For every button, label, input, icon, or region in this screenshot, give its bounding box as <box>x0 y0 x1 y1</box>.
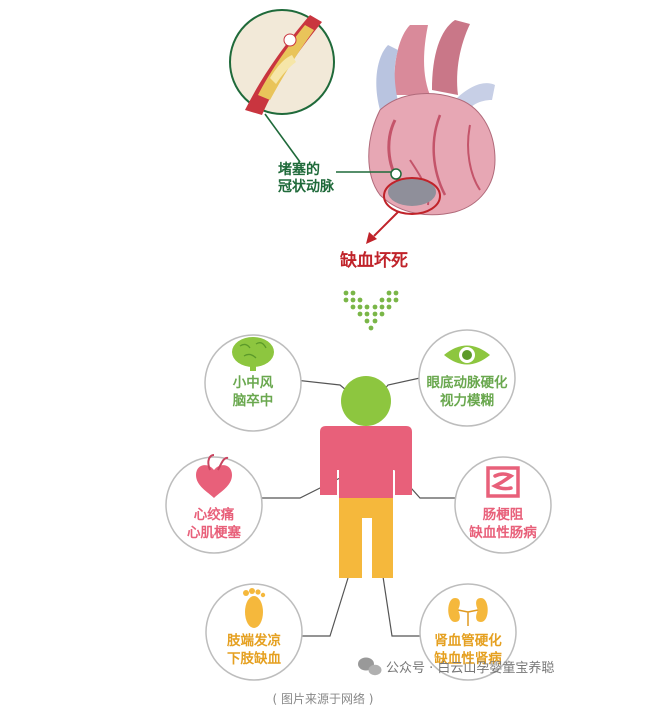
kidney-icon <box>448 598 488 626</box>
zoom-connector-line <box>264 113 301 163</box>
kidney-label: 肾血管硬化 缺血性肾病 <box>420 632 516 668</box>
kidney-label-line2: 缺血性肾病 <box>434 651 502 667</box>
circle-stroke <box>204 334 302 432</box>
circle-bowel <box>454 456 552 554</box>
circle-angina <box>165 456 263 554</box>
human-figure <box>320 376 412 578</box>
dotted-arrow-icon <box>343 290 399 331</box>
bowel-label: 肠梗阻 缺血性肠病 <box>455 506 551 542</box>
figure-torso <box>320 426 412 498</box>
stroke-label: 小中风 脑卒中 <box>205 374 301 410</box>
kidney-label-line1: 肾血管硬化 <box>434 633 502 649</box>
limbs-label-line1: 肢端发凉 <box>227 633 281 649</box>
ischemia-arrow-line <box>373 211 399 237</box>
eye-label-line1: 眼底动脉硬化 <box>426 375 508 391</box>
limbs-label-line2: 下肢缺血 <box>227 651 281 667</box>
ischemia-label: 缺血坏死 <box>340 251 408 271</box>
angina-label-line2: 心肌梗塞 <box>187 525 241 541</box>
blocked-artery-label: 堵塞的 冠状动脉 <box>278 162 334 196</box>
circle-kidney <box>419 583 517 681</box>
watermark-name: 白云山孕婴童宝养聪 <box>437 661 555 676</box>
figure-legs <box>339 498 393 578</box>
intestine-icon <box>486 466 520 498</box>
watermark-prefix: 公众号 · <box>386 661 438 676</box>
bowel-label-line2: 缺血性肠病 <box>469 525 537 541</box>
eye-icon <box>444 345 490 365</box>
wechat-icon <box>358 657 382 676</box>
image-caption: ( 图片来源于网络 ) <box>272 692 374 706</box>
circle-eye <box>418 329 516 427</box>
heart-icon <box>196 454 232 498</box>
stroke-label-line2: 脑卒中 <box>232 393 274 409</box>
eye-label: 眼底动脉硬化 视力模糊 <box>419 374 515 410</box>
blocked-artery-label-line1: 堵塞的 <box>278 162 320 178</box>
angina-label: 心绞痛 心肌梗塞 <box>166 506 262 542</box>
foot-icon <box>243 588 266 628</box>
ischemia-arrow-head <box>366 232 377 244</box>
blocked-artery-label-line2: 冠状动脉 <box>278 179 334 195</box>
watermark: 公众号 · 白云山孕婴童宝养聪 <box>386 657 554 676</box>
angina-label-line1: 心绞痛 <box>193 507 235 523</box>
brain-icon <box>232 337 274 371</box>
limbs-label: 肢端发凉 下肢缺血 <box>206 632 302 668</box>
circle-limbs <box>205 583 303 681</box>
heart-illustration <box>368 20 496 216</box>
figure-head <box>341 376 391 426</box>
artery-zoom-illustration <box>229 9 335 115</box>
stroke-label-line1: 小中风 <box>232 375 274 391</box>
bowel-label-line1: 肠梗阻 <box>482 507 524 523</box>
eye-label-line2: 视力模糊 <box>440 393 494 409</box>
